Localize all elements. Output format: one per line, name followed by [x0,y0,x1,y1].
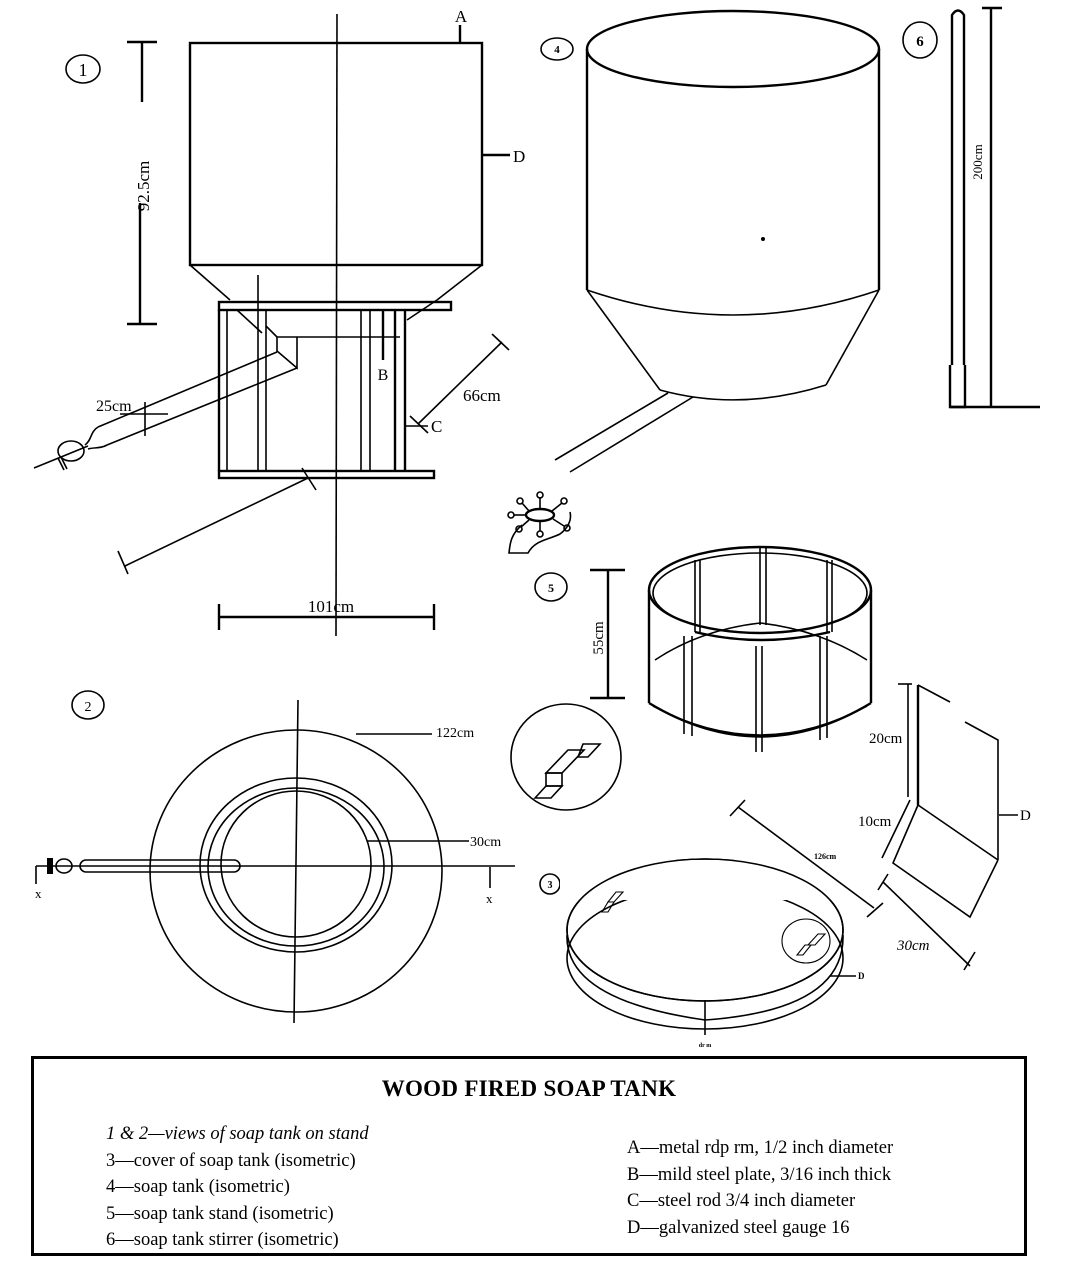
legend-text: steel rod 3/4 inch diameter [657,1191,856,1211]
callout-d: D [513,147,525,166]
legend-text: soap tank stand (isometric) [133,1203,334,1224]
stand-height-label: 55cm [591,621,607,655]
legend-key: 3 [106,1150,116,1171]
view-5-isometric-stand: 5 55cm [534,545,873,752]
view-1-number-badge: 1 [65,54,101,84]
cover-diameter-label: 126cm [814,852,837,861]
view-3-cover: 3 126cm D dr m [539,799,884,1049]
legend-sep: — [115,1150,134,1171]
legend-text: mild steel plate, 3/16 inch thick [657,1164,892,1185]
legend-sep: — [640,1217,659,1238]
legend-view-item: 4—soap tank (isometric) [106,1174,369,1201]
view-4-isometric-tank: 4 [507,9,881,554]
legend-sep: — [115,1203,134,1224]
legend-parts: A—metal rdp rm, 1/2 inch diameter B—mild… [627,1135,893,1241]
legend-view-item: 5—soap tank stand (isometric) [106,1201,369,1228]
inner-label: 30cm [470,835,501,850]
callout-c: C [431,417,442,436]
view-1-number: 1 [79,60,88,80]
bracket-detail [510,703,622,811]
view-2-plan: 2 x x 122cm 30cm [35,690,515,1024]
view-1-front-elevation: 1 92.5cm A D [33,7,525,637]
legend-text: galvanized steel gauge 16 [658,1217,850,1238]
legend-part-item: A—metal rdp rm, 1/2 inch diameter [627,1135,893,1162]
legend-sep: — [115,1177,134,1197]
view-6-number: 6 [916,34,924,50]
view-3-number: 3 [548,880,553,891]
outer-label: 122cm [436,726,474,741]
legend-key: 4 [106,1177,116,1197]
view-6-stirrer: 6 200cm 20cm 10cm 30cm D [858,6,1040,971]
legend-key: C [627,1191,640,1211]
cover-callout-d: D [858,971,865,981]
center-axis [335,13,338,637]
legend-key: A [627,1138,641,1158]
view-3-number-badge: 3 [539,873,561,895]
section-mark-left: x [35,886,42,901]
height-label: 92.5cm [134,161,153,212]
legend-text: soap tank (isometric) [133,1177,290,1197]
view-4-number-badge: 4 [540,37,574,61]
legend-text: cover of soap tank (isometric) [133,1150,356,1171]
view-4-number: 4 [554,44,560,56]
blade-height-label: 20cm [869,731,903,747]
legend-text: soap tank stirrer (isometric) [133,1230,339,1250]
legend-sep: — [639,1191,658,1211]
stand-bottom-plate [217,469,436,480]
legend-key: B [627,1164,640,1185]
section-mark-right: x [486,891,493,906]
width-label: 101cm [308,597,354,616]
blade-depth-label: 10cm [858,814,892,830]
view-5-number: 5 [548,581,554,595]
legend-view-item: 6—soap tank stirrer (isometric) [106,1227,369,1254]
legend-view-item: 3—cover of soap tank (isometric) [106,1148,369,1175]
legend-views: 1 & 2—views of soap tank on stand 3—cove… [106,1121,369,1254]
pipe-label: 25cm [96,398,132,415]
legend-sep: — [639,1164,658,1185]
view-2-number-badge: 2 [71,690,105,720]
legend-key: D [627,1217,641,1238]
stirrer-length-label: 200cm [970,144,985,179]
legend-part-item: B—mild steel plate, 3/16 inch thick [627,1162,893,1189]
legend-text: metal rdp rm, 1/2 inch diameter [658,1138,894,1158]
legend-sep: — [115,1230,134,1250]
drawing-title: WOOD FIRED SOAP TANK [381,1076,677,1101]
legend-sep: — [640,1138,659,1158]
blade-width-label: 30cm [896,938,930,954]
legend-box: WOOD FIRED SOAP TANK 1 & 2—views of soap… [31,1056,1027,1256]
legend-text: views of soap tank on stand [164,1124,369,1144]
cover-bottom-label: dr m [699,1043,711,1049]
view-6-number-badge: 6 [902,21,938,59]
view-2-number: 2 [85,700,92,715]
view-5-number-badge: 5 [534,572,568,602]
cone-label: 66cm [463,386,501,405]
legend-part-item: D—galvanized steel gauge 16 [627,1215,893,1242]
callout-b: B [378,367,389,384]
legend-key: 6 [106,1230,116,1250]
height-dimension: 92.5cm [127,40,157,326]
legend-key: 1 & 2 [106,1124,149,1144]
stirrer-callout-d: D [1020,808,1031,824]
legend-view-item: 1 & 2—views of soap tank on stand [106,1121,369,1148]
outer-ring [149,729,443,1013]
legend-key: 5 [106,1203,116,1224]
stirrer-blade [892,684,999,919]
callout-a: A [455,7,468,26]
legend-sep: — [148,1124,165,1144]
stand-top-plate [217,300,453,312]
legend-part-item: C—steel rod 3/4 inch diameter [627,1188,893,1215]
